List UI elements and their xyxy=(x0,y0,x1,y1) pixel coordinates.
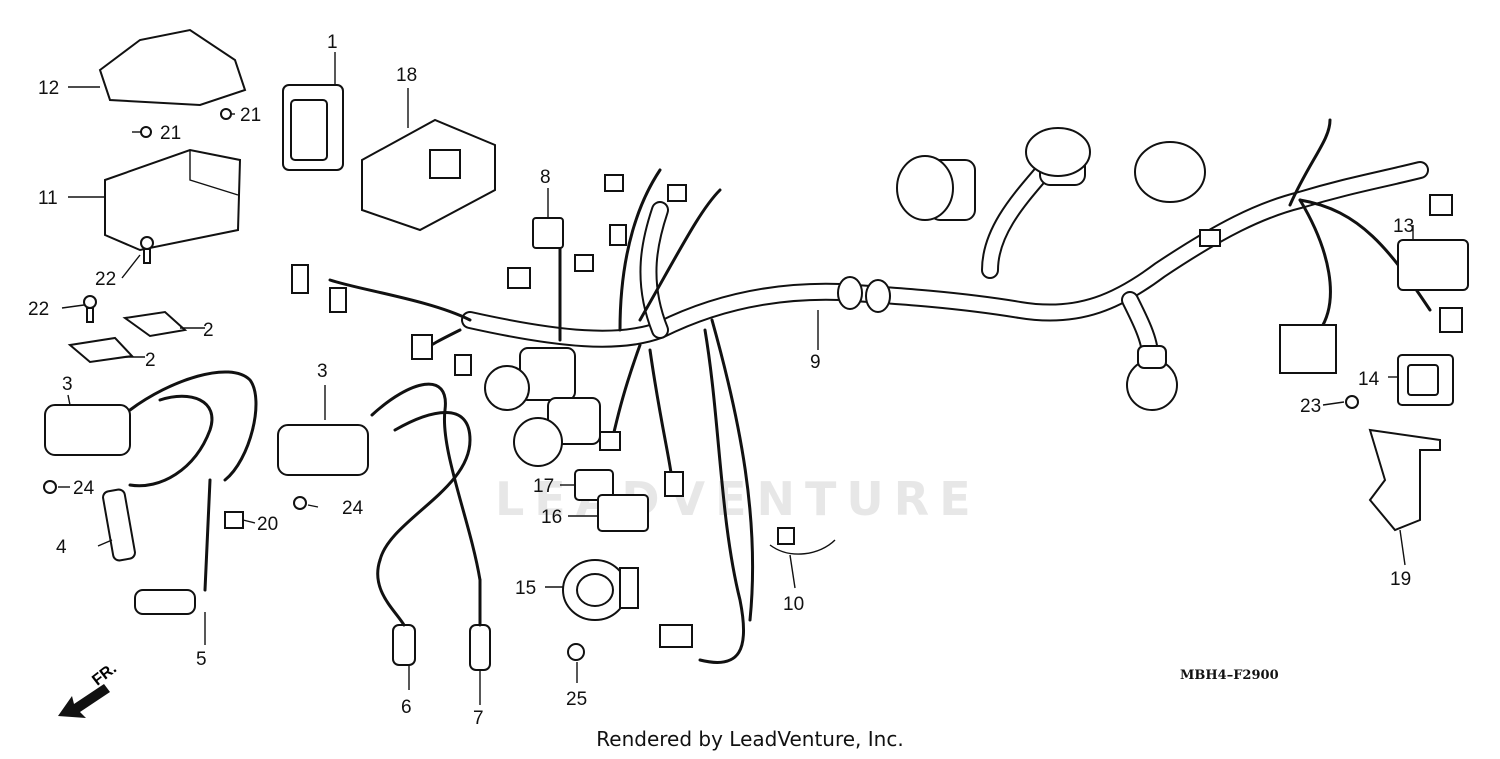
callout-3-center: 3 xyxy=(317,361,328,382)
ignition-coil-left xyxy=(44,370,258,488)
callout-2-upper: 2 xyxy=(203,320,214,341)
bolt-24-center xyxy=(293,496,307,510)
callout-22-upper: 22 xyxy=(95,269,116,290)
bolt-25 xyxy=(567,643,585,661)
callout-9: 9 xyxy=(810,352,821,373)
watermark-text: LEADVENTURE xyxy=(495,472,981,526)
callout-24-center: 24 xyxy=(342,498,364,519)
bracket-19 xyxy=(1368,428,1441,532)
socket-connector-lower xyxy=(513,397,601,467)
bolts-22 xyxy=(83,236,154,323)
callout-16: 16 xyxy=(541,507,562,528)
callout-23: 23 xyxy=(1300,396,1321,417)
bolt-24-left xyxy=(43,480,57,494)
relay-13 xyxy=(1397,239,1469,291)
spark-plug-cap-4 xyxy=(102,488,136,562)
relay-8 xyxy=(532,217,564,249)
harness-connectors xyxy=(291,174,1463,648)
callout-2-lower: 2 xyxy=(145,350,156,371)
plug-cap-6 xyxy=(376,558,416,666)
relay-14 xyxy=(1397,354,1454,406)
cover-12 xyxy=(98,28,247,107)
callout-21-left: 21 xyxy=(160,123,181,144)
plug-cap-7 xyxy=(469,578,491,671)
bolt-21-right xyxy=(220,108,232,120)
socket-connector-left xyxy=(484,347,576,411)
tail-socket xyxy=(1126,345,1178,411)
callout-17: 17 xyxy=(533,476,554,497)
callout-19: 19 xyxy=(1390,569,1411,590)
callout-11: 11 xyxy=(38,188,58,209)
footer-credit: Rendered by LeadVenture, Inc. xyxy=(596,727,904,751)
callout-3-left: 3 xyxy=(62,374,73,395)
bolt-21-left xyxy=(140,126,152,138)
callout-20: 20 xyxy=(257,514,278,535)
callout-15: 15 xyxy=(515,578,536,599)
meter-connector-left xyxy=(896,155,976,221)
front-direction-arrow-icon xyxy=(58,684,110,718)
callout-4: 4 xyxy=(56,537,67,558)
meter-connector-mid xyxy=(1025,127,1091,186)
rubber-mount-1 xyxy=(282,84,344,171)
relay-16 xyxy=(597,494,649,532)
callout-21-right: 21 xyxy=(240,105,261,126)
callout-5: 5 xyxy=(196,649,207,670)
callout-10: 10 xyxy=(783,594,804,615)
band-10 xyxy=(769,527,836,555)
leader-lines xyxy=(58,52,1414,705)
callout-7: 7 xyxy=(473,708,484,729)
clip-20 xyxy=(224,511,244,529)
callout-1: 1 xyxy=(327,32,338,53)
callout-labels: 1 2 2 3 3 4 5 6 7 8 9 10 11 12 13 14 15 … xyxy=(28,32,1414,729)
spark-plug-cap-5 xyxy=(134,478,212,615)
horn-15 xyxy=(562,559,639,621)
regulator-18 xyxy=(361,118,496,232)
callout-8: 8 xyxy=(540,167,551,188)
callout-6: 6 xyxy=(401,697,412,718)
callout-12: 12 xyxy=(38,78,59,99)
callout-14: 14 xyxy=(1358,369,1380,390)
case-11 xyxy=(104,148,242,252)
clamps-2 xyxy=(67,310,188,364)
callout-24-left: 24 xyxy=(73,478,95,499)
diagram-code: MBH4–F2900 xyxy=(1180,668,1279,683)
callout-18: 18 xyxy=(396,65,417,86)
ignition-coil-center xyxy=(277,382,482,582)
meter-connector-right xyxy=(1134,141,1206,203)
callout-25: 25 xyxy=(566,689,587,710)
bolt-23 xyxy=(1345,395,1359,409)
callout-22-lower: 22 xyxy=(28,299,49,320)
callout-13: 13 xyxy=(1393,216,1414,237)
